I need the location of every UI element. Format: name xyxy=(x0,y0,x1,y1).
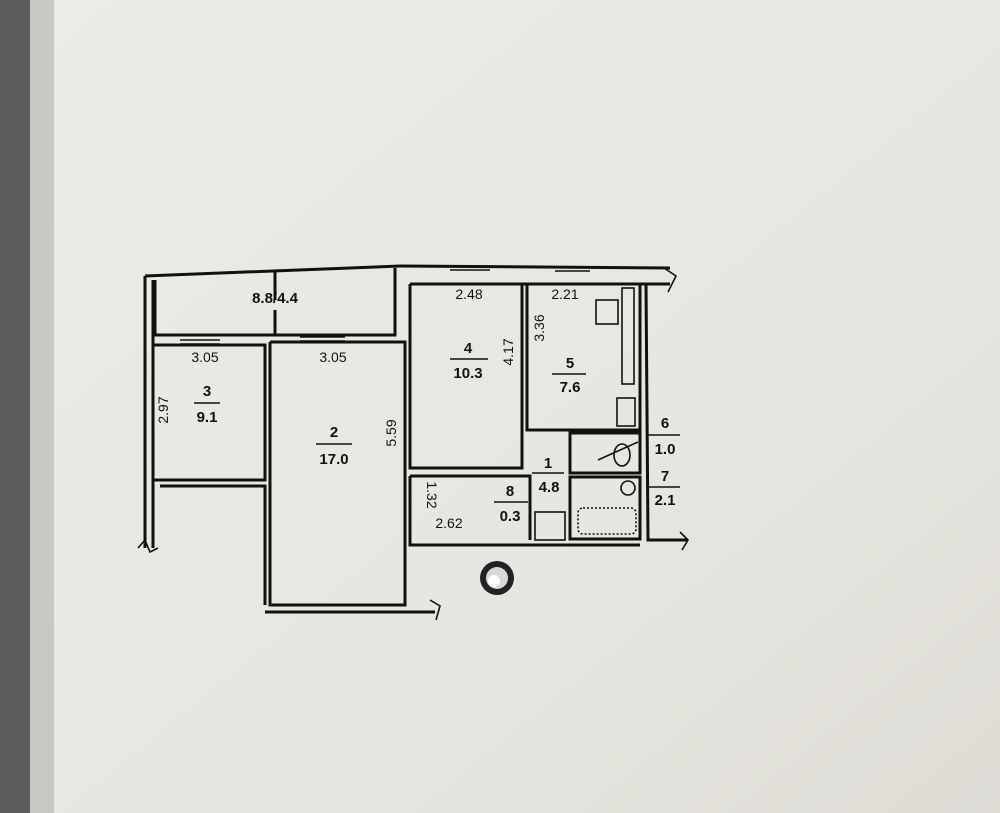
corridor-width: 2.62 xyxy=(435,515,462,531)
room2-area: 17.0 xyxy=(319,451,348,468)
room2-depth: 5.59 xyxy=(383,419,399,446)
background-edge xyxy=(0,0,30,813)
room3-number: 3 xyxy=(203,383,211,400)
room5-number: 5 xyxy=(566,355,574,372)
room7-number: 7 xyxy=(661,468,669,485)
room1-number: 1 xyxy=(544,455,552,472)
room6-number: 6 xyxy=(661,415,669,432)
balcony-area: 8.8/4.4 xyxy=(252,290,299,307)
room5-area: 7.6 xyxy=(560,379,581,396)
room8-area: 0.3 xyxy=(500,508,521,525)
room4-number: 4 xyxy=(464,340,473,357)
room3-area: 9.1 xyxy=(197,409,218,426)
labels: 8.8/4.4 3.05 2.97 3 9.1 3.05 5.59 2 17.0… xyxy=(155,286,680,531)
room6-area: 1.0 xyxy=(655,441,676,458)
room3-depth: 2.97 xyxy=(155,396,171,423)
page-edge xyxy=(30,0,54,813)
room4-area: 10.3 xyxy=(453,365,482,382)
compass-ring-icon xyxy=(480,561,514,595)
room1-area: 4.8 xyxy=(539,479,560,496)
room4-depth: 4.17 xyxy=(500,338,516,365)
room8-number: 8 xyxy=(506,483,514,500)
room5-width: 2.21 xyxy=(551,286,578,302)
walls xyxy=(137,264,690,621)
room7-area: 2.1 xyxy=(655,492,676,509)
room5-depth: 3.36 xyxy=(531,314,547,341)
room3-width: 3.05 xyxy=(191,349,218,365)
room2-number: 2 xyxy=(330,424,338,441)
room4-width: 2.48 xyxy=(455,286,482,302)
corridor-depth: 1.32 xyxy=(424,481,440,508)
room2-width: 3.05 xyxy=(319,349,346,365)
